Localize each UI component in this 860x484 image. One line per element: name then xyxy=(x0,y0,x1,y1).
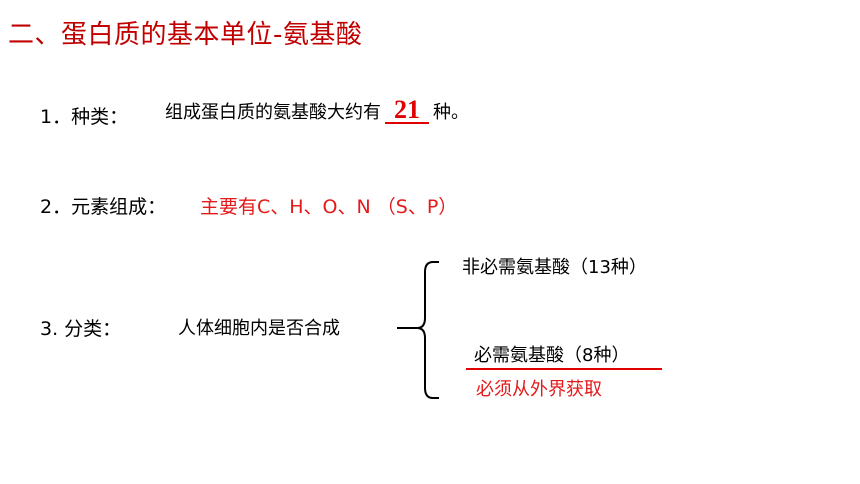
item2-value: 主要有C、H、O、N （S、P） xyxy=(200,196,458,218)
item3-label: 3. 分类： xyxy=(40,318,122,340)
classification-brace xyxy=(397,261,439,399)
item1-answer: 21 xyxy=(385,97,429,124)
item3-criterion: 人体细胞内是否合成 xyxy=(178,318,340,339)
essential-note: 必须从外界获取 xyxy=(476,379,602,400)
page-title: 二、蛋白质的基本单位-氨基酸 xyxy=(8,20,363,50)
item1-label: 1．种类： xyxy=(40,106,129,128)
branch-nonessential: 非必需氨基酸（13种） xyxy=(462,257,647,278)
branch-essential: 必需氨基酸（8种） xyxy=(474,345,630,366)
item1-text-before: 组成蛋白质的氨基酸大约有 xyxy=(165,102,381,123)
essential-divider xyxy=(466,368,662,370)
item2-label: 2．元素组成： xyxy=(40,196,167,218)
item1-text-after: 种。 xyxy=(433,102,469,123)
